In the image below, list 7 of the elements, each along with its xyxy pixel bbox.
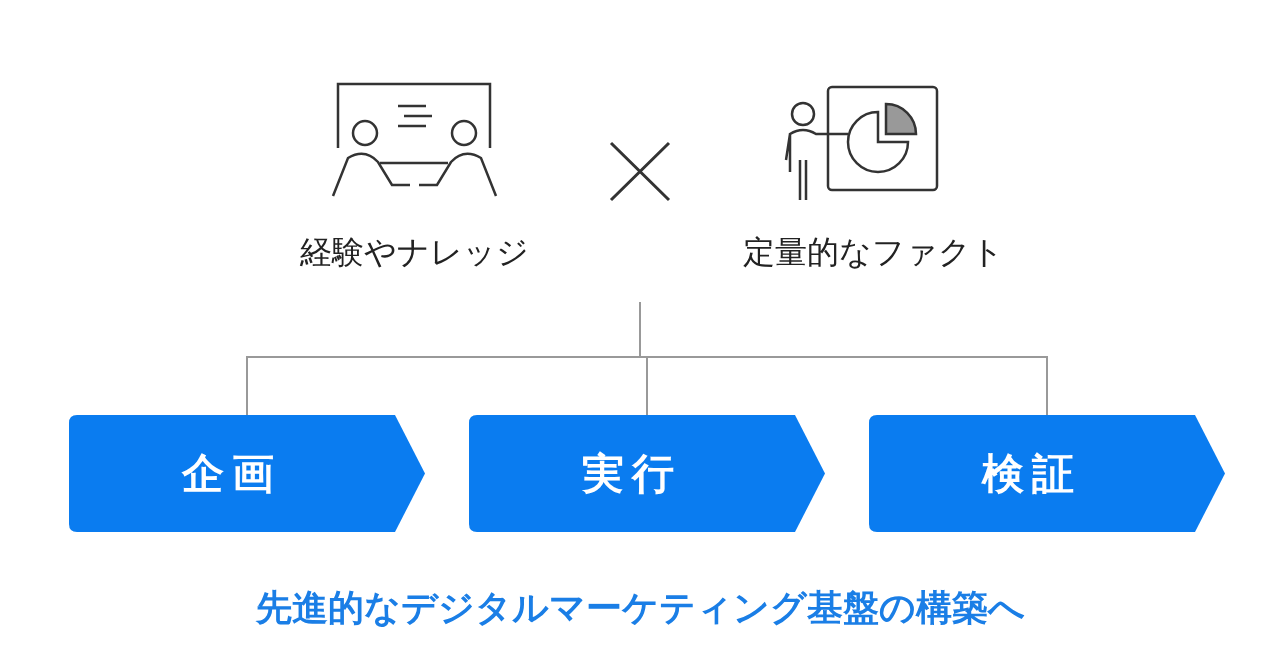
caption-text: 定量的なファクト bbox=[673, 232, 1073, 272]
chevron-box: 検証 bbox=[869, 415, 1225, 532]
tagline-text: 先進的なデジタルマーケティング基盤の構築へ bbox=[254, 586, 1026, 630]
chevron-box: 実行 bbox=[469, 415, 825, 532]
connector-line bbox=[639, 301, 1048, 416]
chevron-box: 企画 bbox=[69, 415, 425, 532]
caption-text: 経験やナレッジ bbox=[214, 232, 614, 272]
